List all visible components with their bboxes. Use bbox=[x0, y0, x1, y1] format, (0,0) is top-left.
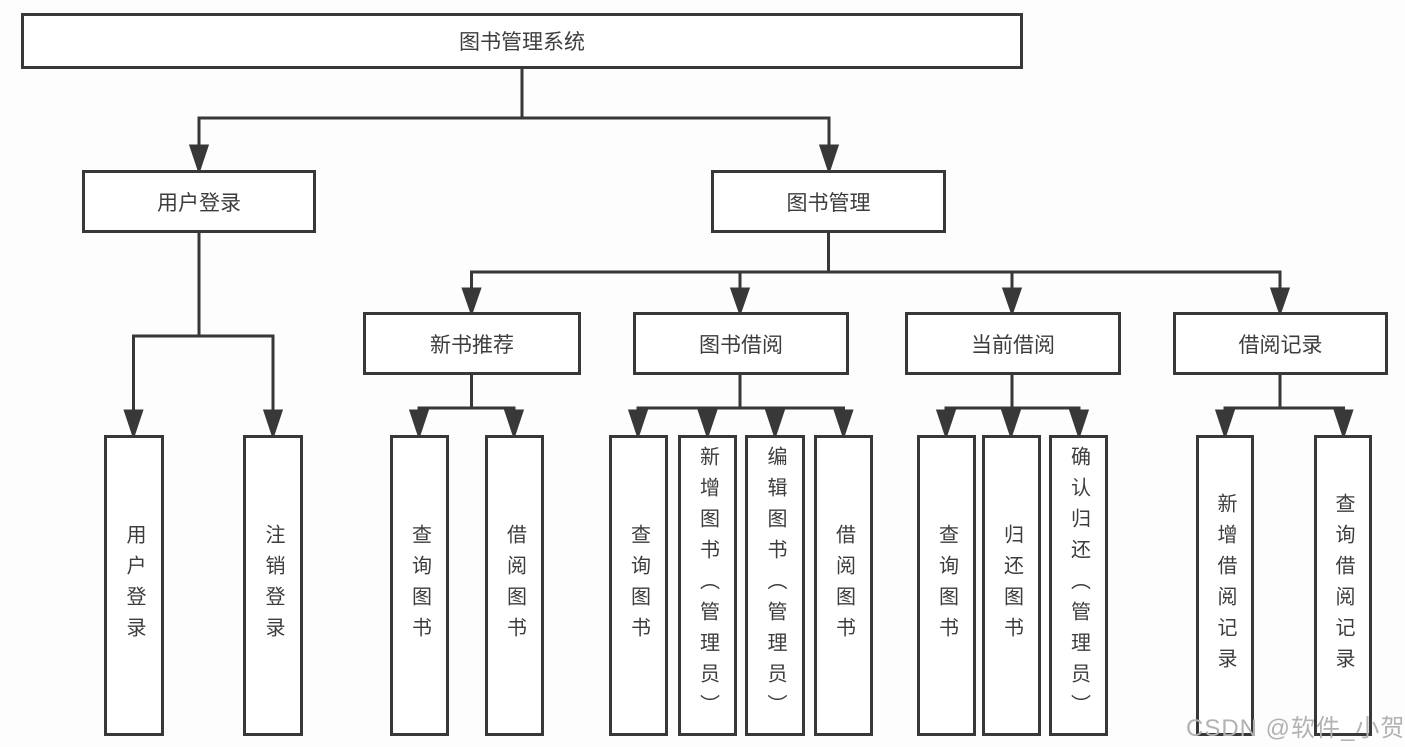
node-label: 图书管理系统 bbox=[459, 31, 585, 54]
node-leaf-add-borrow-record: 新增借阅记录 bbox=[1196, 435, 1254, 736]
node-leaf-add-books-admin: 新增图书（管理员） bbox=[678, 435, 737, 736]
arrow-down-icon bbox=[1269, 287, 1291, 317]
arrow-down-icon bbox=[1001, 287, 1023, 317]
node-label: 用户登录 bbox=[123, 523, 145, 648]
connectors-group bbox=[123, 68, 1354, 440]
node-label: 用户登录 bbox=[157, 191, 241, 215]
node-user-login: 用户登录 bbox=[82, 170, 316, 233]
node-label: 图书管理 bbox=[786, 191, 871, 215]
node-leaf-query-borrow-record: 查询借阅记录 bbox=[1314, 435, 1372, 736]
arrow-down-icon bbox=[764, 409, 786, 440]
node-root: 图书管理系统 bbox=[21, 13, 1023, 69]
node-label: 新增借阅记录 bbox=[1214, 492, 1236, 679]
arrow-down-icon bbox=[818, 144, 840, 175]
node-leaf-confirm-return-admin: 确认归还（管理员） bbox=[1049, 435, 1108, 736]
node-new-book-recommend: 新书推荐 bbox=[363, 312, 581, 375]
node-leaf-borrow-books-1: 借阅图书 bbox=[485, 435, 544, 736]
node-label: 查询借阅记录 bbox=[1332, 492, 1354, 679]
node-label: 查询图书 bbox=[408, 523, 431, 648]
node-borrow-records: 借阅记录 bbox=[1173, 312, 1388, 375]
node-leaf-query-books-2: 查询图书 bbox=[609, 435, 668, 736]
arrow-down-icon bbox=[188, 144, 210, 175]
node-leaf-logout: 注销登录 bbox=[243, 435, 303, 736]
arrow-down-icon bbox=[503, 409, 525, 440]
node-label: 借阅记录 bbox=[1238, 333, 1323, 357]
node-leaf-query-books-1: 查询图书 bbox=[390, 435, 449, 736]
node-label: 图书借阅 bbox=[699, 333, 783, 357]
arrow-down-icon bbox=[935, 409, 957, 440]
node-label: 新增图书（管理员） bbox=[696, 446, 719, 725]
arrow-down-icon bbox=[1000, 409, 1022, 440]
node-label: 新书推荐 bbox=[430, 333, 514, 357]
arrow-down-icon bbox=[408, 409, 430, 440]
node-label: 查询图书 bbox=[627, 523, 650, 648]
node-leaf-query-books-3: 查询图书 bbox=[917, 435, 976, 736]
arrow-down-icon bbox=[1333, 409, 1354, 440]
node-label: 借阅图书 bbox=[503, 523, 526, 648]
node-book-management: 图书管理 bbox=[711, 170, 946, 233]
arrow-down-icon bbox=[262, 409, 284, 440]
node-label: 借阅图书 bbox=[832, 523, 855, 648]
node-leaf-borrow-books-2: 借阅图书 bbox=[814, 435, 873, 736]
arrow-down-icon bbox=[123, 409, 144, 440]
node-book-borrowing: 图书借阅 bbox=[633, 312, 849, 375]
arrow-down-icon bbox=[1068, 409, 1090, 440]
node-leaf-edit-books-admin: 编辑图书（管理员） bbox=[745, 435, 805, 736]
arrow-down-icon bbox=[1214, 409, 1236, 440]
node-label: 归还图书 bbox=[1000, 523, 1023, 648]
node-leaf-user-login: 用户登录 bbox=[104, 435, 164, 736]
watermark-text: CSDN @软件_小贺同学 bbox=[1186, 715, 1405, 742]
arrow-down-icon bbox=[697, 409, 718, 440]
node-label: 编辑图书（管理员） bbox=[764, 446, 786, 725]
arrow-down-icon bbox=[729, 287, 751, 317]
arrow-down-icon bbox=[461, 287, 482, 317]
node-leaf-return-books: 归还图书 bbox=[982, 435, 1041, 736]
node-label: 查询图书 bbox=[935, 523, 958, 648]
node-current-borrowing: 当前借阅 bbox=[905, 312, 1121, 375]
arrow-down-icon bbox=[833, 409, 854, 440]
node-label: 当前借阅 bbox=[971, 333, 1055, 357]
arrow-down-icon bbox=[627, 409, 649, 440]
node-label: 注销登录 bbox=[262, 523, 284, 648]
node-label: 确认归还（管理员） bbox=[1067, 446, 1090, 725]
